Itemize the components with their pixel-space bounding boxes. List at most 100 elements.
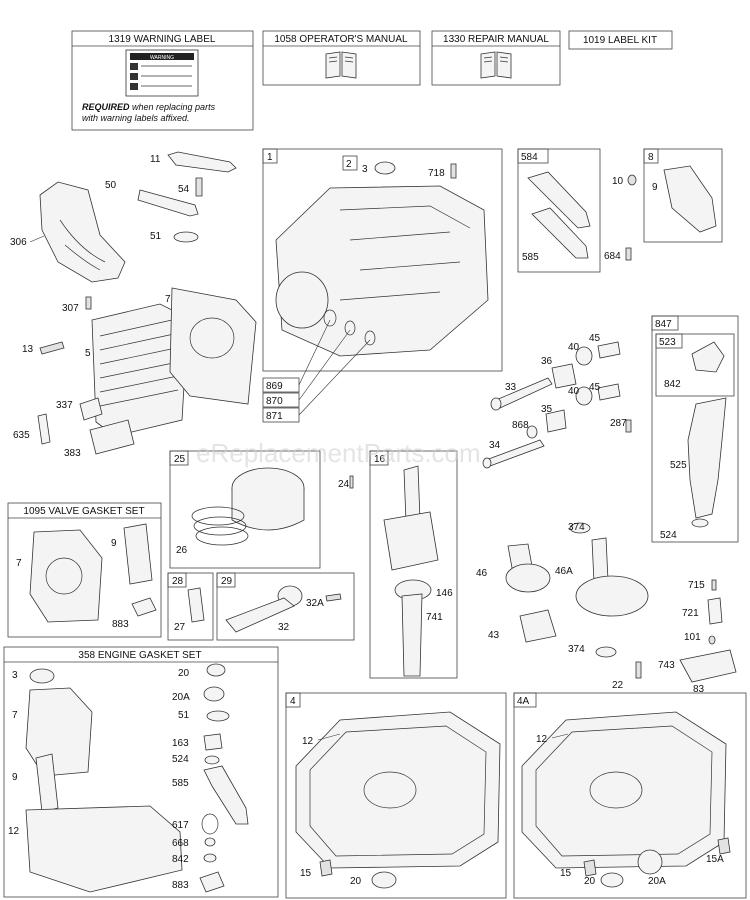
callout-40-upper: 40	[568, 342, 580, 353]
cylinder-shield: 306	[10, 181, 126, 283]
callout-e3: 3	[12, 670, 18, 681]
callout-24: 24	[338, 479, 350, 490]
callout-743: 743	[658, 660, 675, 671]
callout-v7: 7	[16, 558, 22, 569]
screw-307: 307	[62, 296, 92, 314]
callout-33: 33	[505, 382, 517, 393]
callout-46a: 46A	[555, 566, 573, 577]
callout-e842: 842	[172, 854, 189, 865]
callout-45-upper: 45	[589, 333, 601, 344]
callout-v9: 9	[111, 538, 117, 549]
callout-868: 868	[512, 420, 529, 431]
label-kit: 1019 LABEL KIT	[568, 30, 673, 50]
box-4: 4 12 15 20	[285, 692, 507, 899]
breather-tube: 11 50 54 51	[105, 151, 237, 243]
callout-869: 869	[266, 381, 283, 392]
callout-4a-20: 20	[584, 876, 596, 887]
warning-sign-text: WARNING	[150, 55, 174, 61]
callout-11: 11	[150, 154, 161, 165]
spark-plug: 337 635 383	[13, 397, 135, 459]
callout-28: 28	[172, 576, 184, 587]
callout-306: 306	[10, 237, 27, 248]
head-gasket: 7	[165, 287, 257, 405]
operators-manual-kit: 1058 OPERATOR'S MANUAL	[262, 30, 421, 86]
box-847: 847 523 842 525 524	[651, 315, 739, 543]
callout-e668: 668	[172, 838, 189, 849]
valve-gasket-set: 1095 VALVE GASKET SET 7 9 883	[7, 502, 162, 638]
callout-46: 46	[476, 568, 488, 579]
cylinder-head: 5 13	[22, 303, 189, 437]
manual-book-icon	[325, 51, 357, 79]
watermark-text: eReplacementParts.com	[196, 438, 481, 468]
callout-847: 847	[655, 319, 672, 330]
callout-4-20: 20	[350, 876, 362, 887]
callout-7: 7	[165, 294, 171, 305]
callout-4-15: 15	[300, 868, 312, 879]
callout-22: 22	[612, 680, 624, 691]
label-kit-title: 1019 LABEL KIT	[583, 35, 657, 46]
box-584: 584 585	[517, 148, 601, 273]
callout-4a-15a: 15A	[706, 854, 724, 865]
callout-e9: 9	[12, 772, 18, 783]
callout-4a-12: 12	[536, 734, 548, 745]
callout-8: 8	[648, 152, 654, 163]
callout-e883: 883	[172, 880, 189, 891]
callout-e524: 524	[172, 754, 189, 765]
callout-e12: 12	[8, 826, 20, 837]
engine-gasket-set: 358 ENGINE GASKET SET 3 7 9 12 20 20A 51…	[3, 646, 279, 898]
callout-51: 51	[150, 231, 162, 242]
callout-32: 32	[278, 622, 290, 633]
callout-36: 36	[541, 356, 553, 367]
callout-383: 383	[64, 448, 81, 459]
callout-4a-20a: 20A	[648, 876, 666, 887]
callout-374-upper: 374	[568, 522, 585, 533]
manual-book-icon	[480, 51, 512, 79]
callout-16: 16	[374, 454, 386, 465]
callout-27: 27	[174, 622, 186, 633]
callout-e7: 7	[12, 710, 18, 721]
callout-715: 715	[688, 580, 705, 591]
callout-842: 842	[664, 379, 681, 390]
valve-gasket-set-title: 1095 VALVE GASKET SET	[23, 506, 144, 517]
callout-584: 584	[521, 152, 538, 163]
callout-13: 13	[22, 344, 34, 355]
camshaft-governor: 374 46A 46 43 374 715 721 101 743 83 22	[476, 522, 737, 695]
callout-45-lower: 45	[589, 382, 601, 393]
callout-50: 50	[105, 180, 117, 191]
callout-40-lower: 40	[568, 386, 580, 397]
callout-e20a: 20A	[172, 692, 190, 703]
callout-146: 146	[436, 588, 453, 599]
callout-5: 5	[85, 348, 91, 359]
callout-29: 29	[221, 576, 233, 587]
warning-sign-icon: WARNING	[125, 49, 199, 97]
callout-287: 287	[610, 418, 627, 429]
box-8: 8 9	[643, 148, 723, 243]
callout-4-12: 12	[302, 736, 314, 747]
callout-2: 2	[346, 159, 352, 170]
repair-manual-kit: 1330 REPAIR MANUAL	[431, 30, 561, 86]
warning-note-line1: REQUIRED when replacing parts	[82, 102, 216, 112]
box-25: 25 26	[169, 450, 321, 569]
warning-note-line2: with warning labels affixed.	[82, 113, 190, 123]
callout-721: 721	[682, 608, 699, 619]
callout-v883: 883	[112, 619, 129, 630]
callout-e20: 20	[178, 668, 190, 679]
callout-3: 3	[362, 164, 368, 175]
callout-635: 635	[13, 430, 30, 441]
box-4a: 4A 12 15 20 20A 15A	[513, 692, 747, 899]
callout-e163: 163	[172, 738, 189, 749]
callout-1: 1	[267, 152, 273, 163]
repair-manual-title: 1330 REPAIR MANUAL	[443, 34, 549, 45]
box-16: 16 146 741	[369, 450, 458, 679]
callout-34: 34	[489, 440, 501, 451]
callout-741: 741	[426, 612, 443, 623]
callout-25: 25	[174, 454, 186, 465]
valve-train: 33 36 40 45 40 45 35 868 287 34	[482, 333, 632, 469]
callout-871: 871	[266, 411, 283, 422]
callout-525: 525	[670, 460, 687, 471]
callout-e585: 585	[172, 778, 189, 789]
callout-374-lower: 374	[568, 644, 585, 655]
callout-307: 307	[62, 303, 79, 314]
box-29: 29 32A 32	[216, 572, 355, 641]
